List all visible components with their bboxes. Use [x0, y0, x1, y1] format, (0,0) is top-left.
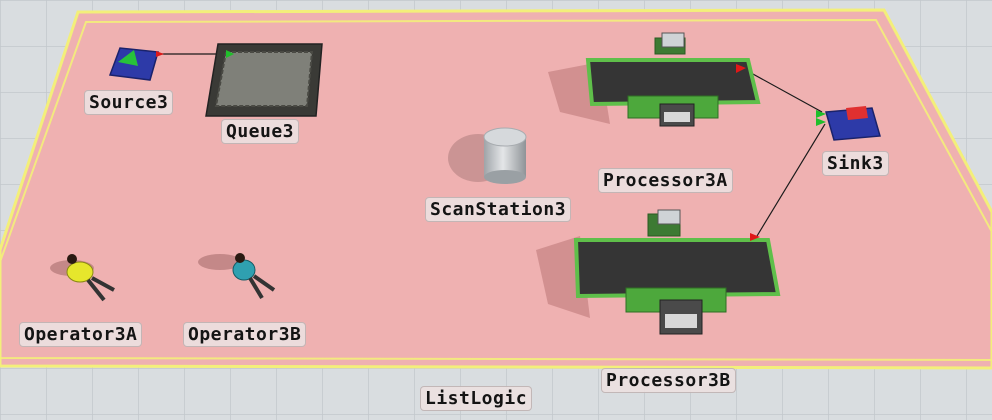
source-arrow-icon	[118, 50, 138, 66]
label-queue3: Queue3	[221, 119, 300, 144]
operator-leg	[86, 278, 106, 302]
connector-sink-processor3b	[756, 123, 826, 237]
processor-monitor-icon	[657, 209, 681, 225]
operator-figure-icon	[66, 261, 94, 283]
port-output-icon	[736, 64, 746, 73]
operator-head	[67, 254, 77, 264]
operator3b-object[interactable]	[198, 253, 276, 300]
processor-monitor-icon	[661, 32, 685, 48]
port-input-icon	[750, 233, 760, 241]
label-processor3a: Processor3A	[598, 168, 733, 193]
label-operator3a: Operator3A	[19, 322, 143, 347]
conveyor-processor-icon	[573, 238, 781, 299]
processor-control-panel	[665, 314, 697, 328]
scanstation3-object[interactable]	[448, 127, 527, 184]
label-processor3b: Processor3B	[601, 368, 736, 393]
scan-station-top	[483, 127, 527, 147]
operator-shadow	[198, 254, 242, 270]
port-input-icon	[816, 118, 826, 126]
label-sink3: Sink3	[822, 151, 889, 176]
label-source3: Source3	[84, 90, 174, 115]
operator-leg	[91, 276, 115, 292]
source3-object[interactable]	[108, 47, 164, 81]
port-input-icon	[816, 110, 826, 118]
processor3a-object[interactable]	[548, 32, 761, 127]
label-listlogic: ListLogic	[420, 386, 533, 411]
sink-top-icon	[846, 106, 868, 120]
operator-leg	[248, 276, 264, 300]
processor3b-object[interactable]	[536, 209, 781, 335]
queue3-object[interactable]	[205, 43, 323, 117]
operator3a-object[interactable]	[50, 254, 115, 302]
queue-pallet-top	[214, 51, 314, 107]
port-output-icon	[156, 51, 164, 57]
conveyor-processor-icon	[585, 58, 761, 107]
port-input-icon	[226, 50, 234, 58]
operator-leg	[252, 274, 276, 292]
label-scanstation3: ScanStation3	[425, 197, 572, 222]
scan-station-base	[484, 170, 526, 184]
sink3-object[interactable]	[816, 106, 881, 141]
label-operator3b: Operator3B	[183, 322, 307, 347]
operator-head	[235, 253, 245, 263]
processor-control-panel	[664, 112, 690, 122]
connector-processor3a-sink	[741, 67, 823, 113]
floor-inner-border	[0, 18, 992, 362]
